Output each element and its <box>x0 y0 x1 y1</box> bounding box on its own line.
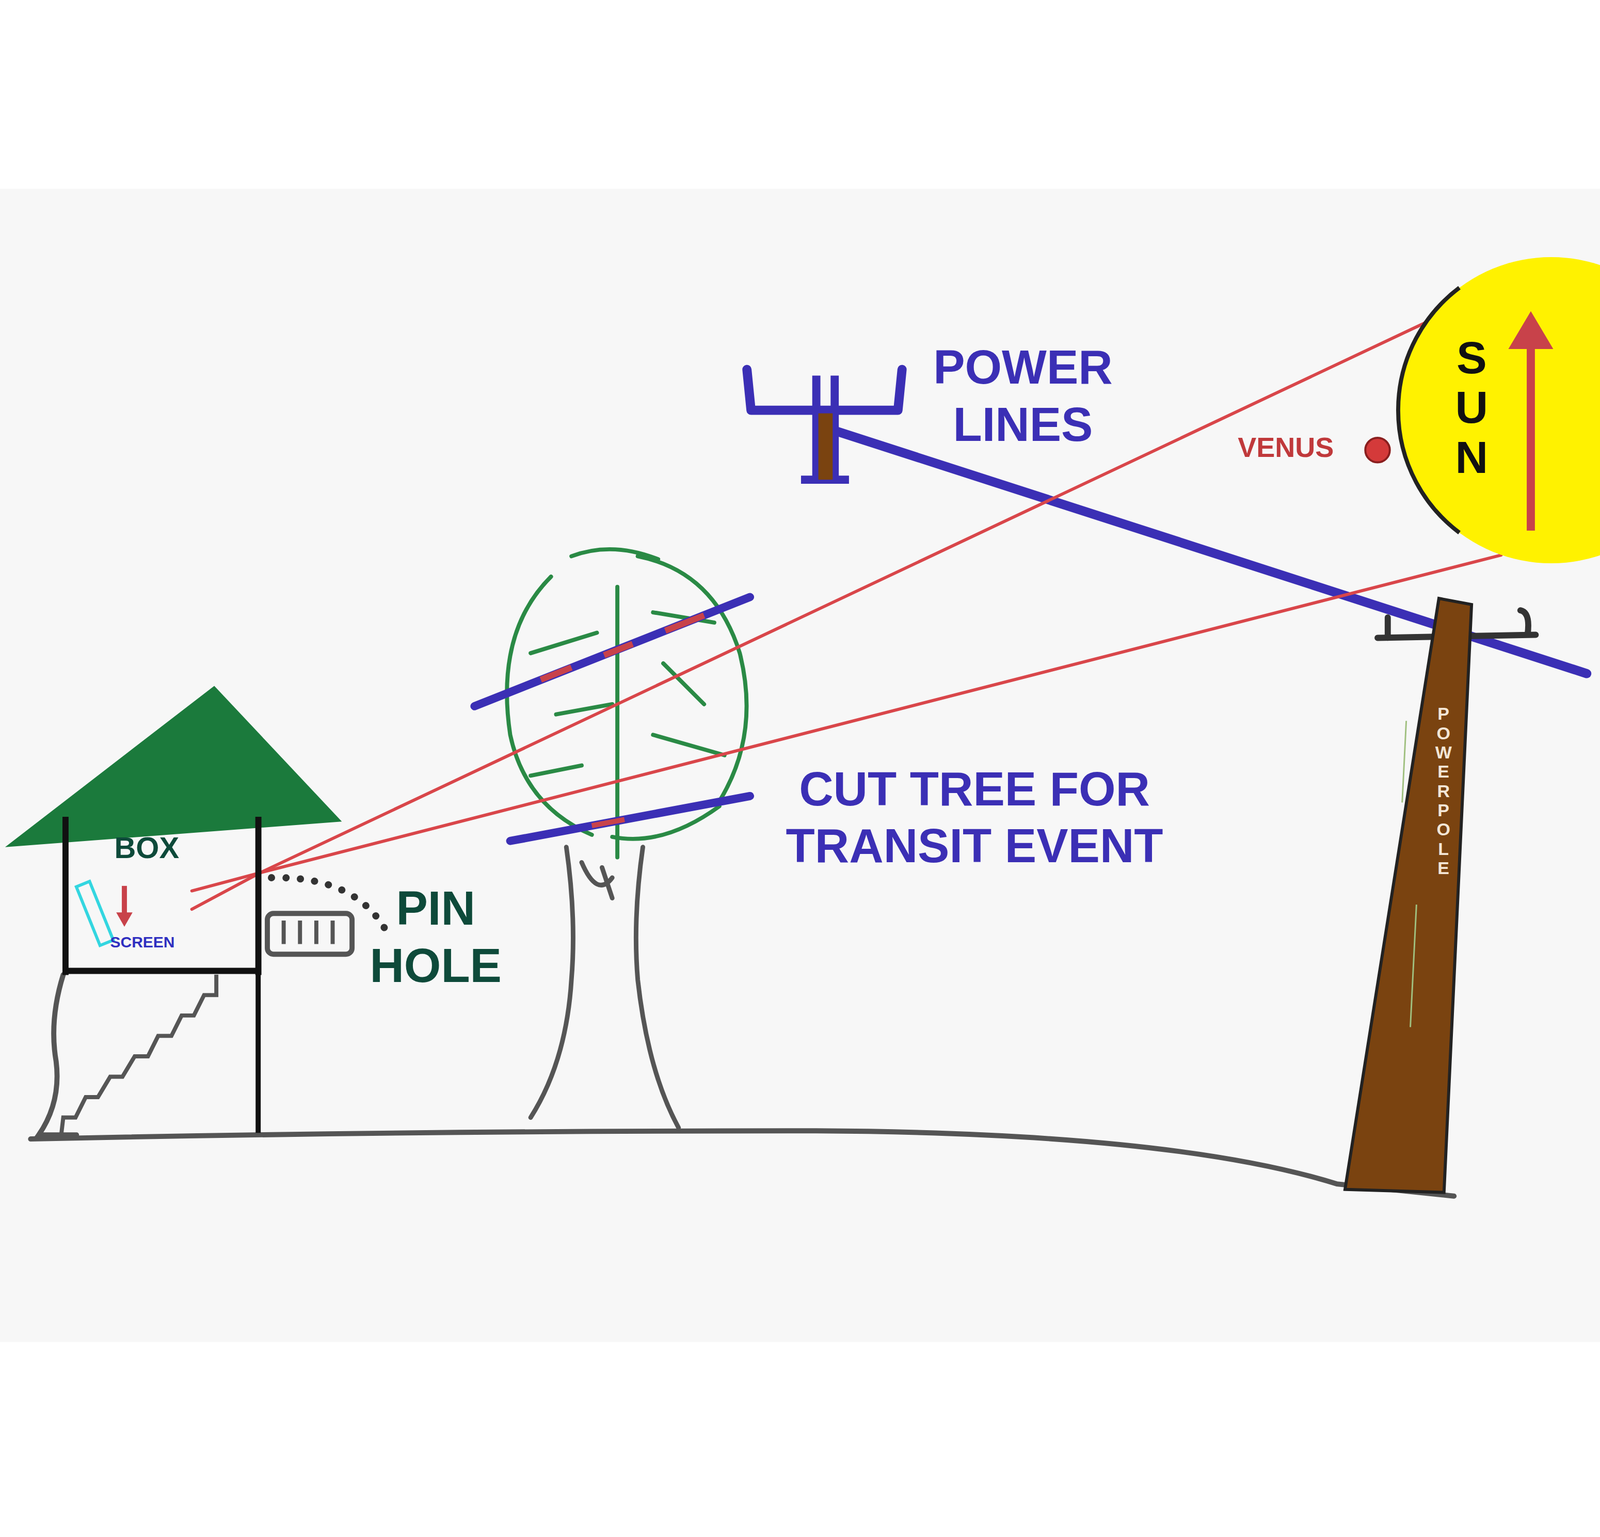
screen: SCREEN <box>79 879 192 953</box>
cut-marks <box>592 819 625 826</box>
sun-circle <box>1398 257 1600 564</box>
house-post <box>255 974 261 1133</box>
paper-ground <box>0 188 1600 1342</box>
house-leg <box>38 974 77 1135</box>
motion-arrow-head <box>1508 311 1554 349</box>
light-ray <box>192 554 1502 909</box>
pinhole-plate <box>267 913 352 954</box>
sun-disc-shape <box>1396 254 1600 566</box>
dotted-leader <box>271 877 388 934</box>
sun-edge <box>1398 288 1460 533</box>
wood-grain <box>1401 720 1417 1027</box>
node-label: POWER POLE <box>1434 704 1453 878</box>
callout-label: POWER LINES <box>923 338 1123 453</box>
cut-marks <box>540 615 704 680</box>
image-arrow-head <box>116 912 133 927</box>
insulator-post <box>801 375 850 480</box>
sun-disc: SUN <box>1396 254 1600 566</box>
stairs <box>61 974 217 1135</box>
node-label: BOX <box>114 829 180 866</box>
node-label: SUN <box>1448 332 1495 483</box>
cut-line <box>474 596 750 707</box>
pinhole-plate-teeth <box>283 920 333 944</box>
venus-dot <box>1365 437 1390 462</box>
house-roof <box>5 685 342 847</box>
insulator <box>746 369 903 411</box>
box-outline <box>63 816 261 975</box>
ground-line <box>30 1130 1454 1196</box>
tree-trunk <box>530 846 679 1128</box>
pole-body <box>1345 598 1472 1193</box>
callout-label: CUT TREE FOR TRANSIT EVENT <box>760 760 1189 875</box>
image-arrow <box>121 885 127 917</box>
callout-label: VENUS <box>1237 430 1334 464</box>
screen-outline <box>76 881 114 946</box>
node-label: SCREEN <box>109 932 175 952</box>
power-pole: POWER POLE <box>1345 598 1472 1193</box>
power-pole-shape <box>1345 598 1472 1193</box>
cut-line <box>510 795 751 841</box>
tree-canopy <box>506 549 747 858</box>
box-housing: BOX SCREEN <box>63 816 261 975</box>
light-ray <box>192 322 1427 891</box>
insulator-core <box>818 413 834 480</box>
callout-label: PIN HOLE <box>359 879 513 994</box>
motion-arrow <box>1526 341 1535 531</box>
tree-outline <box>506 549 747 839</box>
